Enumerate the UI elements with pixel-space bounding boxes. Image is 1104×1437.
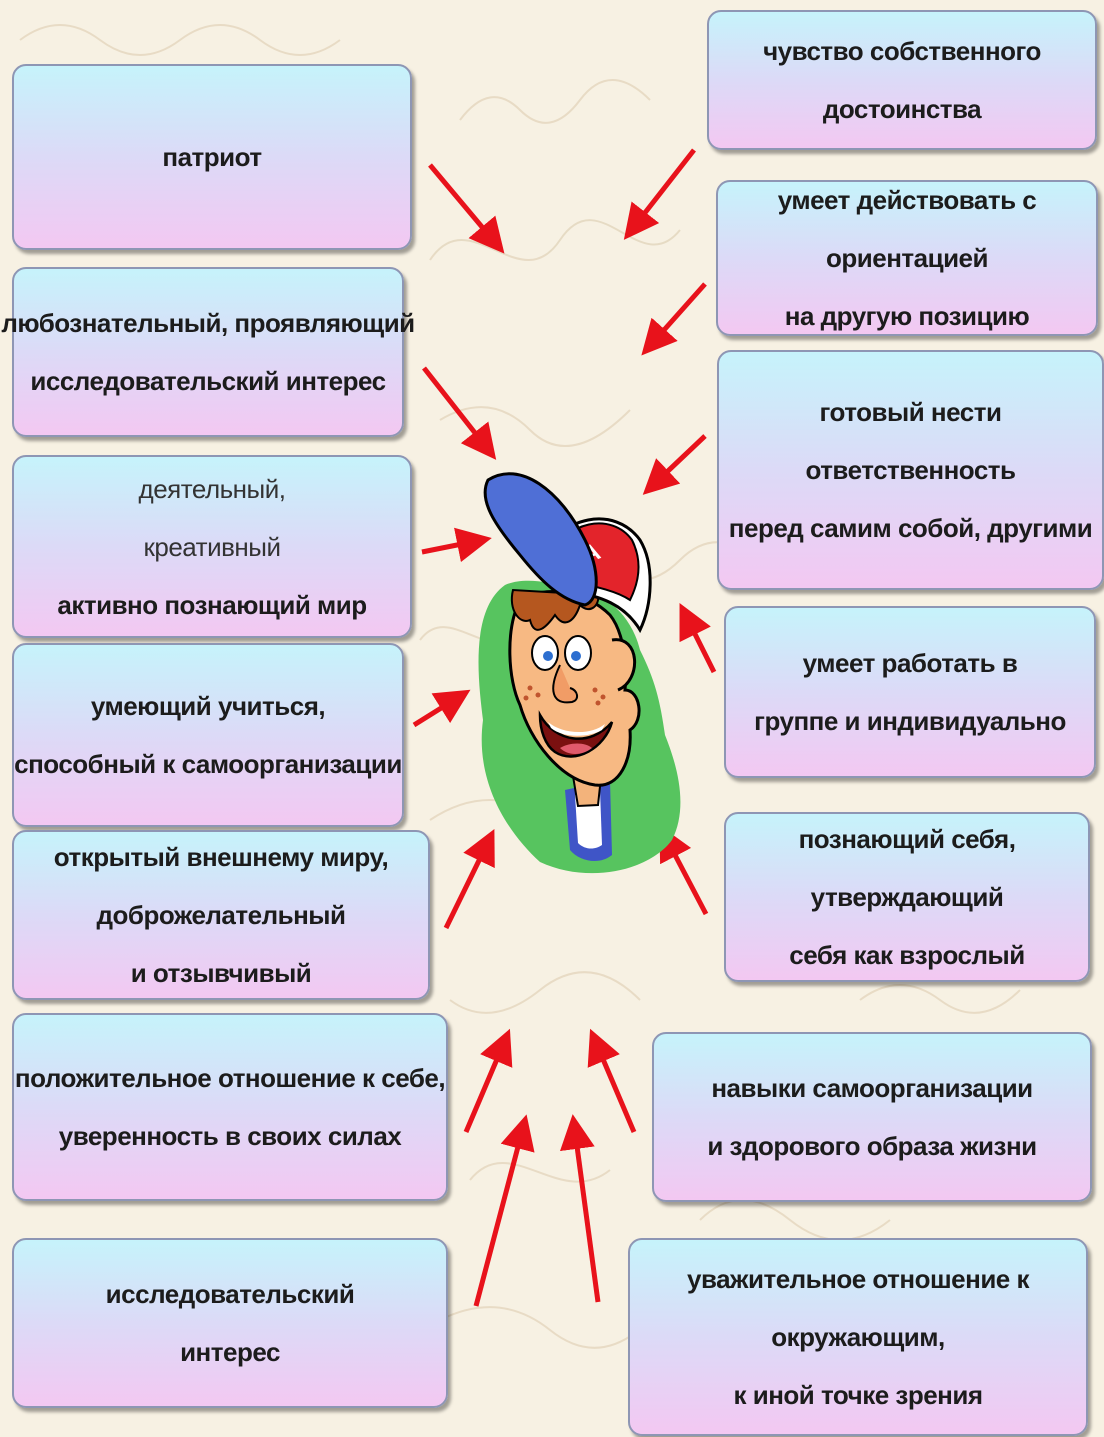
trait-text-line: интерес (180, 1323, 280, 1381)
trait-text-line: группе и индивидуально (754, 692, 1066, 750)
left-trait-box-6: положительное отношение к себе,увереннос… (12, 1013, 448, 1201)
trait-text-line: познающий себя, (799, 810, 1016, 868)
left-trait-box-4: умеющий учиться,способный к самоорганиза… (12, 643, 404, 827)
trait-text-line: и здорового образа жизни (707, 1117, 1036, 1175)
trait-text-line: себя как взрослый (789, 926, 1024, 984)
trait-text-line: патриот (162, 128, 261, 186)
trait-text-line: уважительное отношение к (687, 1250, 1029, 1308)
trait-text-line: навыки самоорганизации (711, 1059, 1032, 1117)
trait-text-line: достоинства (823, 80, 981, 138)
trait-text-line: готовый нести (820, 383, 1002, 441)
trait-text-line: креативный (144, 518, 281, 576)
trait-text-line: умеет действовать с (778, 171, 1037, 229)
trait-text-line: положительное отношение к себе, (15, 1049, 445, 1107)
trait-text-line: исследовательский интерес (30, 352, 385, 410)
trait-text-line: утверждающий (811, 868, 1004, 926)
trait-text-line: окружающим, (771, 1308, 945, 1366)
trait-text-line: активно познающий мир (57, 576, 366, 634)
trait-text-line: любознательный, проявляющий (1, 294, 414, 352)
trait-text-line: уверенность в своих силах (59, 1107, 402, 1165)
trait-text-line: на другую позицию (785, 287, 1029, 345)
trait-text-line: доброжелательный (97, 886, 346, 944)
trait-text-line: перед самим собой, другими (729, 499, 1092, 557)
trait-text-line: исследовательский (106, 1265, 355, 1323)
trait-text-line: открытый внешнему миру, (54, 828, 388, 886)
trait-text-line: ответственность (805, 441, 1015, 499)
trait-text-line: умеет работать в (803, 634, 1018, 692)
trait-text-line: к иной точке зрения (733, 1366, 982, 1424)
trait-text-line: умеющий учиться, (91, 677, 325, 735)
trait-text-line: ориентацией (826, 229, 988, 287)
trait-text-line: способный к самоорганизации (14, 735, 402, 793)
trait-text-line: чувство собственного (763, 22, 1041, 80)
trait-text-line: и отзывчивый (131, 944, 312, 1002)
left-trait-box-1: патриот (12, 64, 412, 250)
trait-text-line: деятельный, (139, 460, 286, 518)
